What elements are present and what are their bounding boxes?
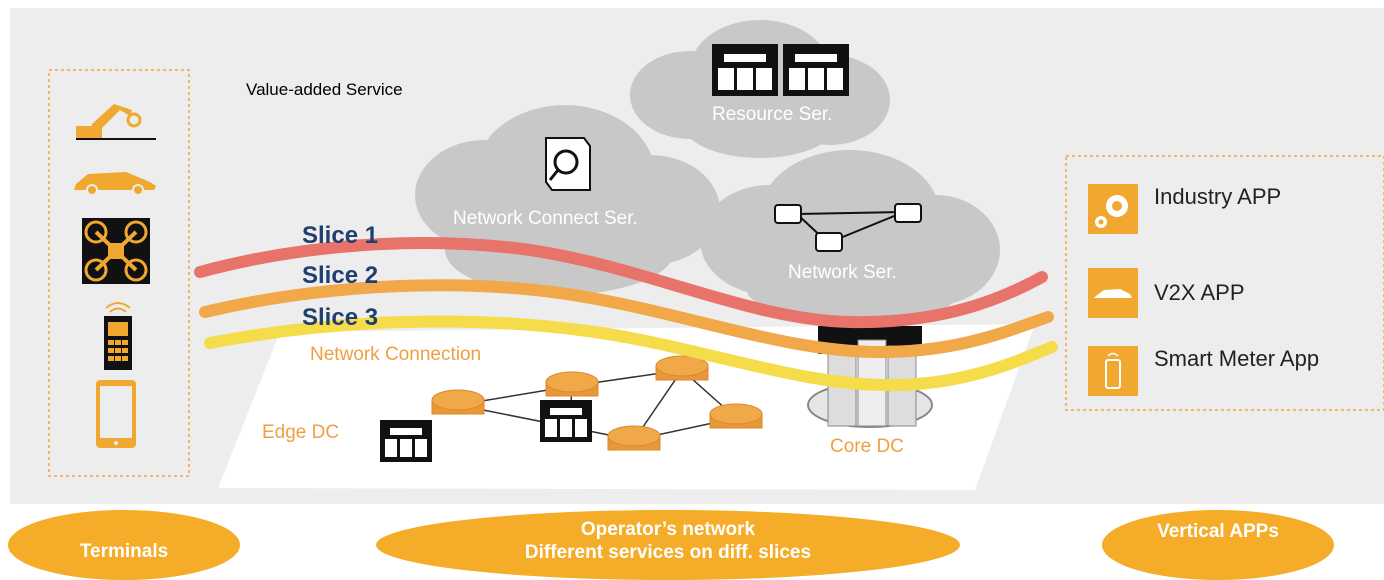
router-icon <box>607 425 661 451</box>
storage-topology-icon <box>774 203 922 252</box>
gear-icon <box>1088 184 1138 234</box>
vertical-oval <box>1102 510 1334 580</box>
car-app-icon <box>1088 268 1138 318</box>
meter-phone-icon <box>1088 346 1138 396</box>
router-icon <box>545 371 599 397</box>
router-icon <box>655 355 709 381</box>
smart-meter-app-label: Smart Meter App <box>1154 346 1320 371</box>
terminals-box <box>48 69 190 477</box>
network-connection-label: Network Connection <box>310 344 482 365</box>
apps-box <box>1065 155 1384 411</box>
network-connect-service-label: Network Connect Ser. <box>453 208 638 229</box>
slice-2-band <box>199 279 1054 359</box>
network-service-label: Network Ser. <box>788 262 897 283</box>
industry-app-label: Industry APP <box>1154 184 1282 209</box>
router-icon <box>431 389 485 415</box>
drone-icon <box>82 218 150 284</box>
operator-oval <box>376 510 960 580</box>
network-service-cloud <box>700 150 1000 325</box>
phone-icon <box>104 302 132 370</box>
terminals-oval-label: Terminals <box>79 541 169 562</box>
core-dc-label: Core DC <box>830 436 904 457</box>
firewall-icon <box>545 137 591 191</box>
tablet-icon <box>96 380 136 448</box>
vertical-apps-oval-label: Vertical APPs <box>1157 521 1279 542</box>
edge-dc-label: Edge DC <box>262 422 340 443</box>
edge-server-icon <box>540 400 592 442</box>
slice-2-label: Slice 2 <box>302 262 379 289</box>
v2x-app-label: V2X APP <box>1154 280 1245 305</box>
router-icon <box>709 403 763 429</box>
resource-service-label: Resource Ser. <box>712 104 833 125</box>
robot-arm-icon <box>76 104 156 140</box>
operator-oval-line1: Operator’s network <box>580 519 756 540</box>
server-rack-icon <box>712 44 778 96</box>
terminals-oval <box>8 510 240 580</box>
car-icon <box>74 172 156 196</box>
routers <box>431 355 763 451</box>
value-added-service-label: Value-added Service <box>246 80 403 99</box>
operator-oval-line2: Different services on diff. slices <box>524 542 812 563</box>
slice-1-band <box>194 237 1048 329</box>
edge-server-icon <box>380 420 432 462</box>
server-rack-icon <box>783 44 849 96</box>
slice-1-label: Slice 1 <box>302 222 379 249</box>
slice-3-band <box>204 315 1058 392</box>
slice-3-label: Slice 3 <box>302 304 379 331</box>
